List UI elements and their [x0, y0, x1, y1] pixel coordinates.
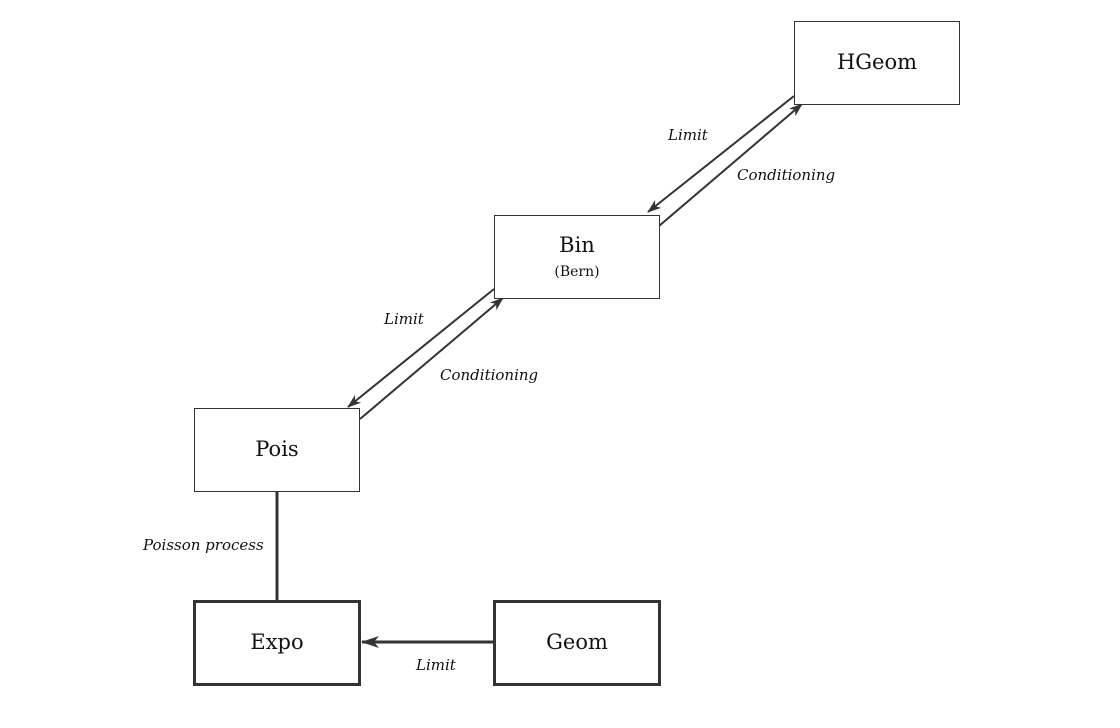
- node-geom-title: Geom: [546, 630, 608, 655]
- node-geom: Geom: [493, 600, 661, 686]
- node-hgeom: HGeom: [794, 21, 960, 105]
- edge-pois-to-bin: [359, 297, 504, 420]
- edge-label-bin-hgeom-conditioning: Conditioning: [737, 166, 836, 184]
- node-bin-subtitle: (Bern): [554, 263, 600, 280]
- edge-hgeom-to-bin: [647, 95, 795, 213]
- edge-label-poisson-process: Poisson process: [143, 536, 264, 554]
- edge-bin-to-hgeom: [658, 103, 803, 227]
- node-pois: Pois: [194, 408, 360, 492]
- node-bin: Bin (Bern): [494, 215, 660, 299]
- edge-label-hgeom-bin-limit: Limit: [668, 126, 708, 144]
- edge-label-bin-pois-limit: Limit: [384, 310, 424, 328]
- node-expo-title: Expo: [250, 630, 304, 655]
- node-expo: Expo: [193, 600, 361, 686]
- node-pois-title: Pois: [255, 437, 299, 462]
- edge-label-geom-expo-limit: Limit: [416, 656, 456, 674]
- edge-label-pois-bin-conditioning: Conditioning: [440, 366, 539, 384]
- node-bin-title: Bin: [559, 233, 595, 258]
- edge-bin-to-pois: [347, 288, 495, 408]
- node-hgeom-title: HGeom: [836, 50, 918, 75]
